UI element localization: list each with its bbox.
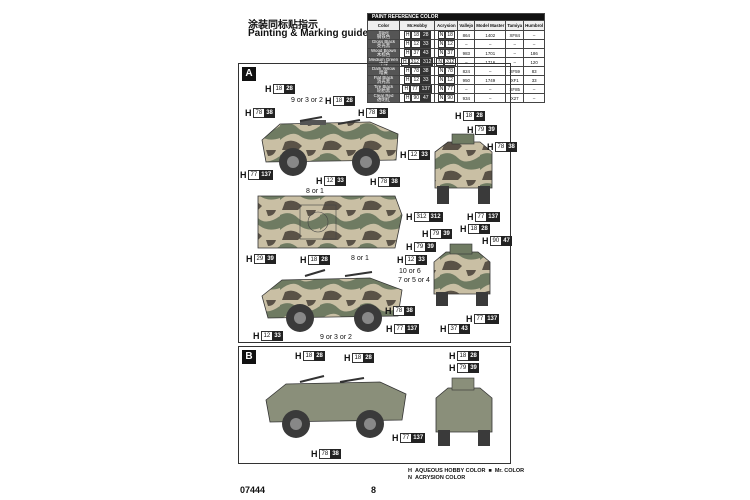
a-rear-view [433, 243, 491, 306]
decal-label: 9 or 3 or 2 [291, 97, 323, 104]
b-front-view [435, 377, 493, 446]
decal-label: 8 or 1 [306, 188, 324, 195]
title-chinese: 涂装同标贴指示 [248, 20, 318, 31]
decal-label: 9 or 3 or 2 [320, 334, 352, 341]
decal-label: 10 or 6 [399, 268, 421, 275]
a-side-view-2 [261, 269, 403, 332]
title-english: Painting & Marking guide [248, 28, 369, 39]
humbrol-cell: – [523, 93, 546, 103]
decal-label: 8 or 1 [351, 255, 369, 262]
panel-b-letter: B [242, 350, 256, 364]
a-front-view [434, 133, 493, 204]
model-code: 07444 [240, 485, 266, 495]
decal-label: 7 or 5 or 4 [398, 277, 430, 284]
page-number: 8 [371, 485, 377, 495]
a-side-view-1 [261, 116, 399, 176]
modelmaster-cell: – [474, 93, 507, 103]
a-top-view [257, 195, 403, 249]
legend-mr-icon: ■ [488, 468, 492, 474]
panel-a [238, 63, 511, 343]
panel-a-letter: A [242, 67, 256, 81]
paint-reference-table: PAINT REFERENCE COLOR Color Mr.Hobby Acr… [366, 13, 546, 103]
b-side-view [265, 375, 407, 438]
panel-b [238, 346, 511, 464]
